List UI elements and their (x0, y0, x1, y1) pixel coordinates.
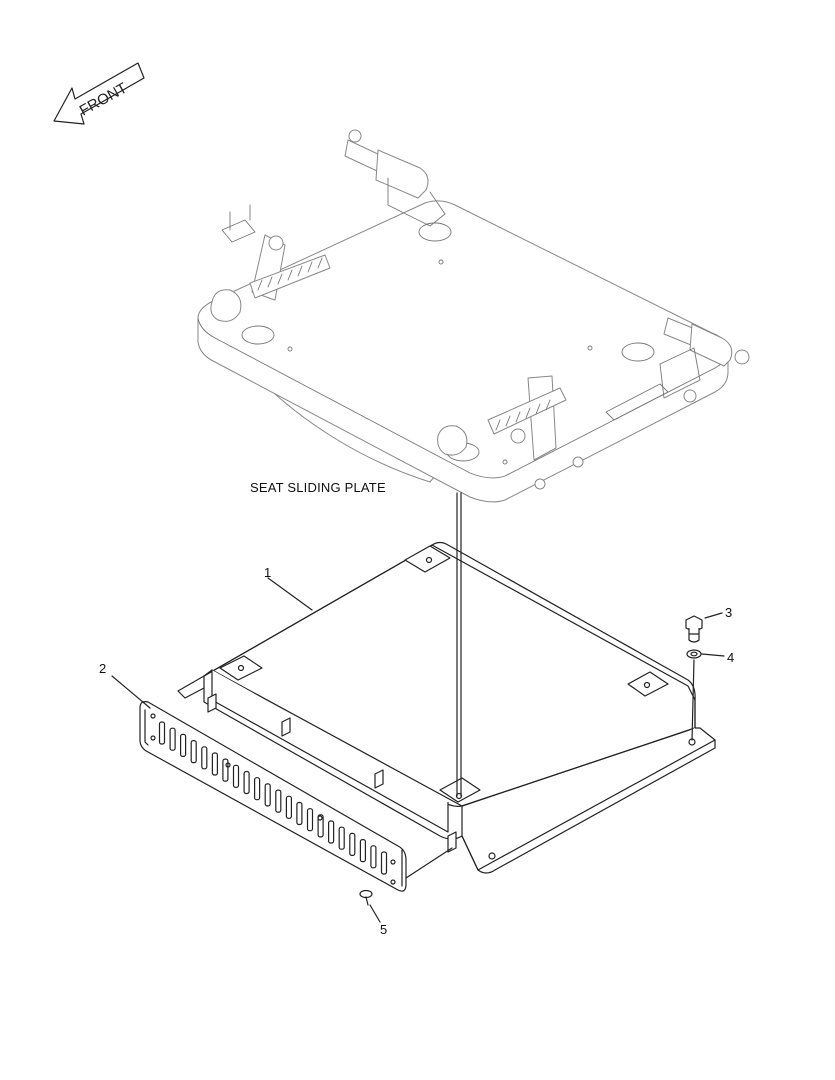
louvre-slot (338, 826, 345, 850)
louvre-slot (201, 746, 208, 770)
louvre-slot (275, 789, 282, 813)
part-5-screw (359, 889, 373, 906)
louvre-slot (264, 783, 271, 807)
louvre-slot (254, 777, 261, 801)
callout-1: 1 (264, 565, 272, 580)
louvre-slot (380, 851, 388, 875)
louvre-slot (232, 764, 240, 788)
part-3-bolt (685, 615, 703, 643)
louvre-slot (243, 770, 250, 795)
seat-sliding-plate-label: SEAT SLIDING PLATE (250, 480, 386, 495)
louvre-slot (328, 820, 335, 844)
callout-5: 5 (380, 922, 388, 937)
front-arrow-label: FRONT (77, 80, 130, 120)
louvre-slot (285, 795, 292, 819)
louvre-slot (211, 752, 218, 776)
part-2-louvre-panel (139, 701, 407, 892)
part-1-cover-plate (177, 541, 716, 874)
front-arrow: FRONT (53, 62, 145, 125)
assembly-lines (111, 492, 725, 923)
louvre-slot (370, 845, 377, 869)
louvre-slot (359, 838, 366, 863)
louvre-slot (306, 808, 314, 832)
part-4-washer (686, 649, 702, 659)
seat-sliding-plate (197, 129, 750, 503)
louvre-slot (296, 801, 303, 826)
louvre-slot (190, 739, 197, 764)
louvre-slot (180, 733, 187, 758)
louvre-slot (317, 814, 324, 838)
louvre-slot (222, 758, 229, 782)
louvre-slot (349, 832, 356, 857)
louvre-slot (158, 721, 166, 745)
louvre-slot (169, 727, 176, 751)
callout-3: 3 (725, 605, 733, 620)
callout-4: 4 (727, 650, 735, 665)
callout-2: 2 (99, 661, 107, 676)
louvre-slots (158, 721, 388, 875)
